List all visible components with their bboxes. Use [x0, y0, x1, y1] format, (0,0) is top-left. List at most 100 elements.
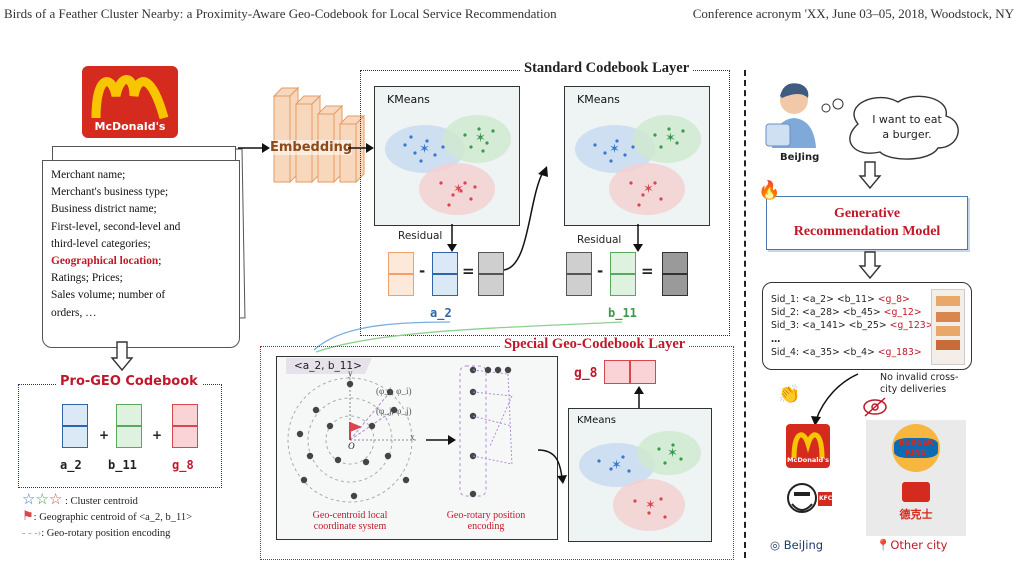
geo-centroid-caption: Geo-centroid local coordinate system	[312, 510, 388, 532]
kmeans-label: KMeans	[387, 93, 430, 106]
arrow-to-embedding	[238, 143, 270, 153]
legend-rotary: : Geo-rotary position encoding	[41, 528, 171, 539]
special-geo-codebook-panel	[260, 346, 734, 560]
sid-row: Sid_3: <a_141> <b_25> <g_123>	[771, 320, 934, 332]
pro-geo-code-b11: b_11	[108, 458, 137, 472]
plus-sign: +	[99, 428, 110, 442]
red-star-icon: ☆	[48, 492, 63, 508]
user-person-icon	[765, 83, 816, 148]
golden-arches-icon	[791, 432, 825, 459]
code-g8-label: g_8	[574, 366, 598, 381]
kfc-colonel-icon	[780, 480, 834, 524]
geo-rotary-caption: Geo-rotary position encoding	[446, 510, 526, 532]
svg-text:✶: ✶	[453, 181, 464, 196]
model-title-2: Recommendation Model	[793, 224, 941, 239]
svg-text:✶: ✶	[475, 130, 486, 145]
legend-geo-centroid: : Geographic centroid of <a_2, b_11>	[33, 512, 193, 523]
speech-text: I want to eat a burger.	[872, 113, 942, 141]
geo-centroid-flag-icon	[350, 422, 362, 432]
cluster-plot-1: ✶ ✶ ✶	[385, 115, 511, 215]
user-city-label: BeiJing	[780, 152, 820, 163]
residual-label-2: Residual	[577, 234, 622, 246]
merchant-field: First-level, second-level and	[51, 220, 181, 233]
merchant-field-geo: Geographical location;	[51, 255, 162, 268]
cluster-plot-geo: ✶ ✶ ✶	[579, 431, 701, 531]
geo-rotary-diagram	[287, 365, 513, 503]
app-screenshot-thumbnail	[931, 289, 965, 365]
codeword-a2-cell	[432, 252, 458, 296]
embedding-stack-icon	[272, 86, 366, 184]
svg-text:✶: ✶	[667, 445, 678, 460]
kmeans-label: KMeans	[577, 415, 617, 426]
pro-geo-code-g8: g_8	[172, 458, 194, 472]
merchant-field: third-level categories;	[51, 237, 151, 250]
minus-sign: -	[419, 262, 426, 280]
geo-location-field: Geographical location	[51, 255, 159, 268]
speech-bubble	[821, 95, 959, 160]
merchant-field: Sales volume; number of	[51, 289, 166, 302]
embedding-label: Embedding	[270, 140, 353, 155]
burger-king-logo: BURGER KING	[892, 424, 940, 472]
residual-input-cell	[566, 252, 592, 296]
pro-geo-code-a2: a_2	[60, 458, 82, 472]
standard-layer-title: Standard Codebook Layer	[520, 60, 694, 77]
target-icon: ◎	[770, 538, 781, 552]
section-divider	[744, 70, 746, 558]
cross-city-note: No invalid cross- city deliveries	[880, 372, 959, 395]
residual-cell-1	[478, 252, 504, 296]
pro-geo-a2-cell	[62, 404, 88, 448]
embedding-block: Embedding	[266, 82, 370, 192]
svg-text:✶: ✶	[419, 141, 430, 156]
code-prefix-tag: <a_2, b_11>	[286, 358, 372, 374]
location-pin-icon: 📍	[876, 538, 891, 552]
sid-list-box: Sid_1: <a_2> <b_11> <g_8> Sid_2: <a_28> …	[762, 282, 972, 370]
golden-arches-icon	[91, 75, 169, 120]
merchant-field: Ratings; Prices;	[51, 272, 123, 285]
sid-row: Sid_2: <a_28> <b_45> <g_12>	[771, 307, 922, 319]
green-star-icon: ☆	[35, 492, 49, 508]
mcdonalds-result-logo: McDonald's	[786, 424, 830, 468]
point-label-i: (φ_i, φ_i)	[376, 386, 412, 396]
result-city-beijing: ◎ BeiJing	[770, 538, 824, 552]
clapping-hands-icon: 👏	[778, 384, 801, 404]
svg-text:✶: ✶	[665, 130, 676, 145]
user-avatar: BeiJing	[762, 78, 822, 163]
sid-row: Sid_1: <a_2> <b_11> <g_8>	[771, 294, 910, 305]
codeword-g8-cell	[604, 360, 656, 384]
arrow-to-kmeans	[348, 143, 374, 153]
code-b11-label: b_11	[608, 306, 637, 320]
cluster-plot-2: ✶ ✶ ✶	[575, 115, 701, 215]
generative-model-box: Generative Recommendation Model	[766, 196, 968, 250]
code-a2-label: a_2	[430, 306, 452, 320]
kmeans-box-2: KMeans ✶ ✶ ✶	[564, 86, 710, 226]
legend-centroid: : Cluster centroid	[64, 496, 138, 507]
running-header-left: Birds of a Feather Cluster Nearby: a Pro…	[4, 6, 557, 21]
red-flag-icon: ⚑	[22, 508, 34, 523]
point-label-j: (φ_j, φ_j)	[376, 406, 412, 416]
merchant-field: orders, …	[51, 306, 97, 319]
svg-text:✶: ✶	[611, 457, 622, 472]
equals-sign: =	[641, 262, 654, 280]
kfc-result-logo: KFC	[780, 478, 834, 524]
arrow-to-geo-kmeans	[537, 449, 567, 484]
down-arrow-outline-icon	[858, 161, 882, 190]
down-arrow-outline-icon	[110, 341, 134, 372]
svg-text:✶: ✶	[609, 141, 620, 156]
residual-label-1: Residual	[398, 230, 443, 242]
origin-label: O	[348, 441, 355, 451]
model-title-1: Generative	[833, 206, 901, 221]
residual-cell-2	[662, 252, 688, 296]
pro-geo-g8-cell	[172, 404, 198, 448]
kmeans-label: KMeans	[577, 93, 620, 106]
sid-row: …	[771, 333, 781, 345]
equals-sign: =	[462, 262, 475, 280]
special-layer-title: Special Geo-Codebook Layer	[500, 336, 690, 353]
pro-geo-b11-cell	[116, 404, 142, 448]
merchant-field: Merchant's business type;	[51, 186, 169, 199]
legend: ☆☆☆ : Cluster centroid ⚑: Geographic cen…	[22, 490, 192, 546]
sid-row: Sid_4: <a_35> <b_4> <g_183>	[771, 346, 922, 358]
blue-star-icon: ☆	[22, 492, 36, 508]
mcdonalds-logo-text: McDonald's	[94, 120, 166, 133]
code-connector-lines	[313, 321, 623, 353]
geo-coordinate-box	[276, 356, 558, 540]
